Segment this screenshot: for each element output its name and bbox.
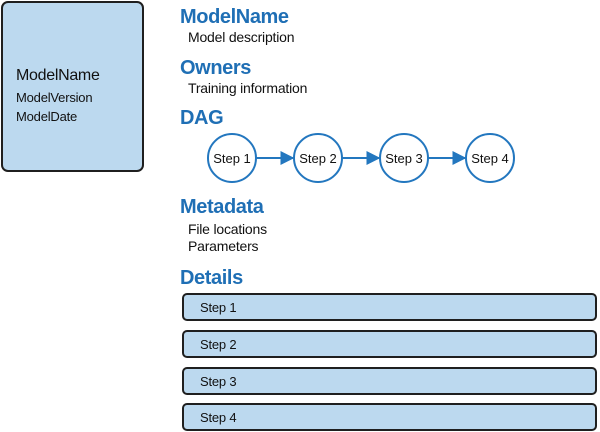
dag-node-circle <box>207 133 257 183</box>
model-card-date: ModelDate <box>16 109 78 124</box>
details-step-label: Step 4 <box>200 410 237 425</box>
details-step-label: Step 2 <box>200 337 237 352</box>
model-name-heading: ModelName <box>180 6 289 28</box>
model-description-text: Model description <box>188 29 295 45</box>
model-summary-card: ModelName ModelVersion ModelDate <box>1 1 144 172</box>
dag-nodes: Step 1 Step 2 Step 3 Step 4 <box>207 133 515 183</box>
details-heading: Details <box>180 267 243 289</box>
dag-node-2: Step 2 <box>293 133 343 183</box>
dag-node-label: Step 3 <box>385 151 423 166</box>
details-step-label: Step 3 <box>200 374 237 389</box>
metadata-item-file-locations: File locations <box>188 221 267 237</box>
metadata-heading: Metadata <box>180 196 264 218</box>
details-step-4-bar: Step 4 <box>182 403 597 431</box>
details-step-1-bar: Step 1 <box>182 293 597 321</box>
dag-node-3: Step 3 <box>379 133 429 183</box>
dag-node-circle <box>379 133 429 183</box>
dag-node-4: Step 4 <box>465 133 515 183</box>
dag-node-1: Step 1 <box>207 133 257 183</box>
details-step-2-bar: Step 2 <box>182 330 597 358</box>
owners-heading: Owners <box>180 57 251 79</box>
dag-node-circle <box>293 133 343 183</box>
details-step-3-bar: Step 3 <box>182 367 597 395</box>
dag-heading: DAG <box>180 107 224 129</box>
metadata-item-parameters: Parameters <box>188 238 259 254</box>
dag-node-label: Step 1 <box>213 151 251 166</box>
owners-description-text: Training information <box>188 80 308 96</box>
details-step-label: Step 1 <box>200 300 237 315</box>
dag-node-label: Step 4 <box>471 151 509 166</box>
model-card-version: ModelVersion <box>16 90 93 105</box>
dag-node-circle <box>465 133 515 183</box>
dag-node-label: Step 2 <box>299 151 337 166</box>
model-card-name: ModelName <box>16 67 100 84</box>
